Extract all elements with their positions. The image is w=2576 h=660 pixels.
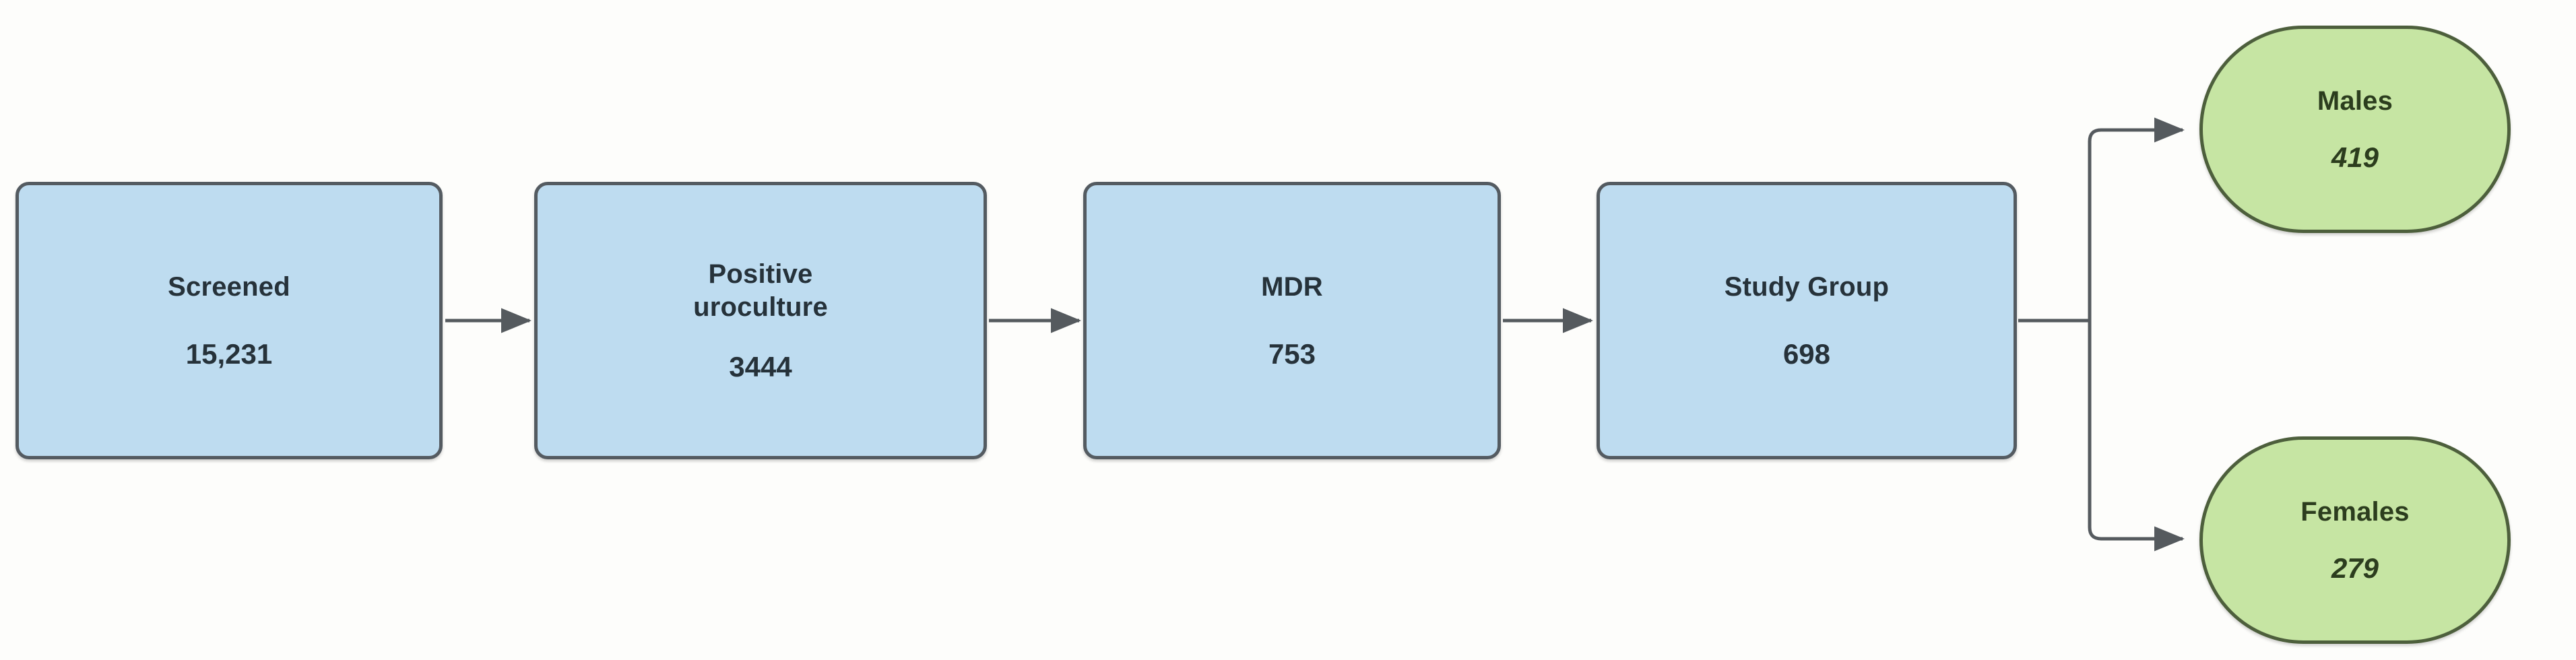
node-study-group-label: Study Group	[1724, 271, 1890, 302]
node-males-value: 419	[2331, 141, 2379, 174]
node-females[interactable]: Females 279	[2199, 436, 2511, 644]
edge-study-group-to-males	[2088, 117, 2185, 321]
node-positive-uroculture-label-line2: uroculture	[693, 292, 828, 322]
node-mdr[interactable]: MDR 753	[1083, 182, 1501, 459]
node-positive-uroculture-label: Positive uroculture	[693, 258, 828, 324]
node-positive-uroculture-label-line1: Positive	[708, 259, 813, 290]
node-positive-uroculture[interactable]: Positive uroculture 3444	[534, 182, 987, 459]
node-females-label: Females	[2300, 496, 2410, 527]
node-screened-label: Screened	[168, 271, 290, 302]
edge-study-group-to-females	[2088, 321, 2185, 552]
node-males[interactable]: Males 419	[2199, 26, 2511, 233]
node-screened-value: 15,231	[185, 338, 273, 370]
node-mdr-label: MDR	[1261, 271, 1323, 302]
node-males-label: Males	[2317, 86, 2393, 116]
node-mdr-value: 753	[1268, 338, 1316, 370]
node-females-value: 279	[2331, 552, 2379, 585]
node-screened[interactable]: Screened 15,231	[15, 182, 443, 459]
node-positive-uroculture-value: 3444	[729, 350, 792, 383]
node-study-group[interactable]: Study Group 698	[1597, 182, 2017, 459]
node-study-group-value: 698	[1782, 338, 1831, 370]
